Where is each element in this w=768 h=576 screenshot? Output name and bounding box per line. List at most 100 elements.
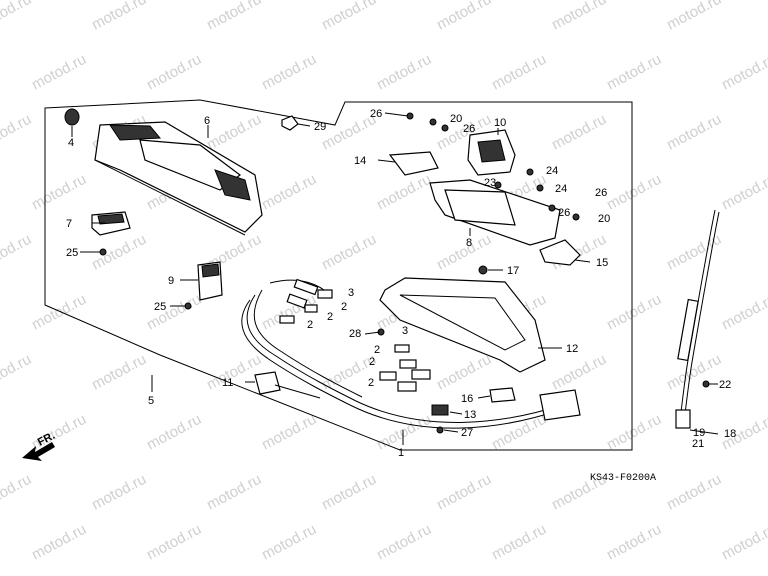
watermark-text: motod.ru [204, 0, 264, 34]
callout-21: 21 [692, 438, 704, 450]
callout-8: 8 [466, 237, 472, 249]
assembly-frame [44, 99, 633, 451]
callout-24b: 24 [555, 183, 567, 195]
callout-14: 14 [354, 155, 366, 167]
watermark-text: motod.ru [719, 171, 768, 214]
watermark-text: motod.ru [29, 411, 89, 454]
watermark-text: motod.ru [604, 521, 664, 564]
watermark-text: motod.ru [664, 351, 724, 394]
watermark-text: motod.ru [89, 351, 149, 394]
watermark-text: motod.ru [144, 411, 204, 454]
watermark-text: motod.ru [374, 51, 434, 94]
callout-22: 22 [719, 379, 731, 391]
watermark-text: motod.ru [489, 411, 549, 454]
watermark-text: motod.ru [259, 171, 319, 214]
callout-16: 16 [461, 393, 473, 405]
bracket-14 [388, 151, 439, 176]
watermark-text: motod.ru [604, 411, 664, 454]
watermark-text: motod.ru [489, 521, 549, 564]
callout-26b: 26 [463, 123, 475, 135]
watermark-text: motod.ru [204, 471, 264, 514]
watermark-text: motod.ru [319, 231, 379, 274]
watermark-text: motod.ru [319, 0, 379, 34]
watermark-text: motod.ru [259, 411, 319, 454]
meter-housing [94, 121, 263, 236]
watermark-text: motod.ru [664, 0, 724, 34]
watermark-text: motod.ru [319, 471, 379, 514]
watermark-text: motod.ru [0, 471, 34, 514]
callout-18: 18 [724, 428, 736, 440]
callout-17: 17 [507, 265, 519, 277]
watermark-text: motod.ru [719, 521, 768, 564]
watermark-text: motod.ru [434, 351, 494, 394]
indicator-housing-7 [91, 211, 131, 236]
callout-20b: 20 [598, 213, 610, 225]
watermark-text: motod.ru [144, 291, 204, 334]
watermark-text: motod.ru [489, 51, 549, 94]
watermark-text: motod.ru [434, 471, 494, 514]
callout-23: 23 [484, 177, 496, 189]
watermark-text: motod.ru [664, 111, 724, 154]
callout-26d: 26 [558, 207, 570, 219]
watermark-text: motod.ru [259, 51, 319, 94]
lower-case-12 [379, 277, 546, 373]
connector-parts [431, 387, 581, 421]
indicator-housing-9 [197, 261, 223, 301]
watermark-text: motod.ru [0, 111, 34, 154]
callout-12: 12 [566, 343, 578, 355]
meter-unit-10 [467, 129, 516, 176]
callout-4: 4 [68, 137, 74, 149]
callout-2c: 2 [307, 319, 313, 331]
watermark-text: motod.ru [29, 51, 89, 94]
socket-11 [254, 371, 321, 399]
meter-case-8 [429, 179, 561, 246]
watermark-text: motod.ru [259, 521, 319, 564]
watermark-text: motod.ru [719, 291, 768, 334]
watermark-text: motod.ru [0, 351, 34, 394]
bulb-group-upper [279, 278, 333, 324]
diagram-code: KS43-F0200A [590, 473, 656, 484]
arrow-left-down-icon [22, 442, 55, 461]
callout-3b: 3 [402, 325, 408, 337]
watermark-text: motod.ru [204, 351, 264, 394]
callout-5: 5 [148, 395, 154, 407]
watermark-text: motod.ru [0, 0, 34, 34]
watermark-text: motod.ru [719, 51, 768, 94]
callout-15: 15 [596, 257, 608, 269]
callout-2d: 2 [374, 344, 380, 356]
watermark-text: motod.ru [664, 231, 724, 274]
callout-28: 28 [349, 328, 361, 340]
bulb-group-lower [379, 344, 431, 392]
leader-lines [71, 112, 719, 445]
callout-19: 19 [693, 427, 705, 439]
watermark-text: motod.ru [89, 471, 149, 514]
watermark-text: motod.ru [549, 0, 609, 34]
callout-25a: 25 [66, 247, 78, 259]
callout-24a: 24 [546, 165, 558, 177]
callout-2f: 2 [368, 377, 374, 389]
screws [99, 112, 710, 434]
callout-29: 29 [314, 121, 326, 133]
watermark-text: motod.ru [549, 111, 609, 154]
callout-9: 9 [168, 275, 174, 287]
callout-25b: 25 [154, 301, 166, 313]
callout-10: 10 [494, 117, 506, 129]
watermark-text: motod.ru [604, 171, 664, 214]
callout-1: 1 [398, 447, 404, 459]
callout-3a: 3 [348, 287, 354, 299]
watermark-text: motod.ru [434, 0, 494, 34]
watermark-text: motod.ru [144, 521, 204, 564]
callout-27: 27 [461, 427, 473, 439]
watermark-text: motod.ru [374, 171, 434, 214]
watermark-text: motod.ru [374, 521, 434, 564]
callout-20a: 20 [450, 113, 462, 125]
watermark-text: motod.ru [549, 351, 609, 394]
bracket-15 [539, 239, 581, 266]
callout-11: 11 [222, 377, 233, 389]
speedometer-cable-18 [675, 209, 720, 429]
nut-29 [281, 115, 299, 131]
watermark-text: motod.ru [89, 0, 149, 34]
callout-26c: 26 [595, 187, 607, 199]
